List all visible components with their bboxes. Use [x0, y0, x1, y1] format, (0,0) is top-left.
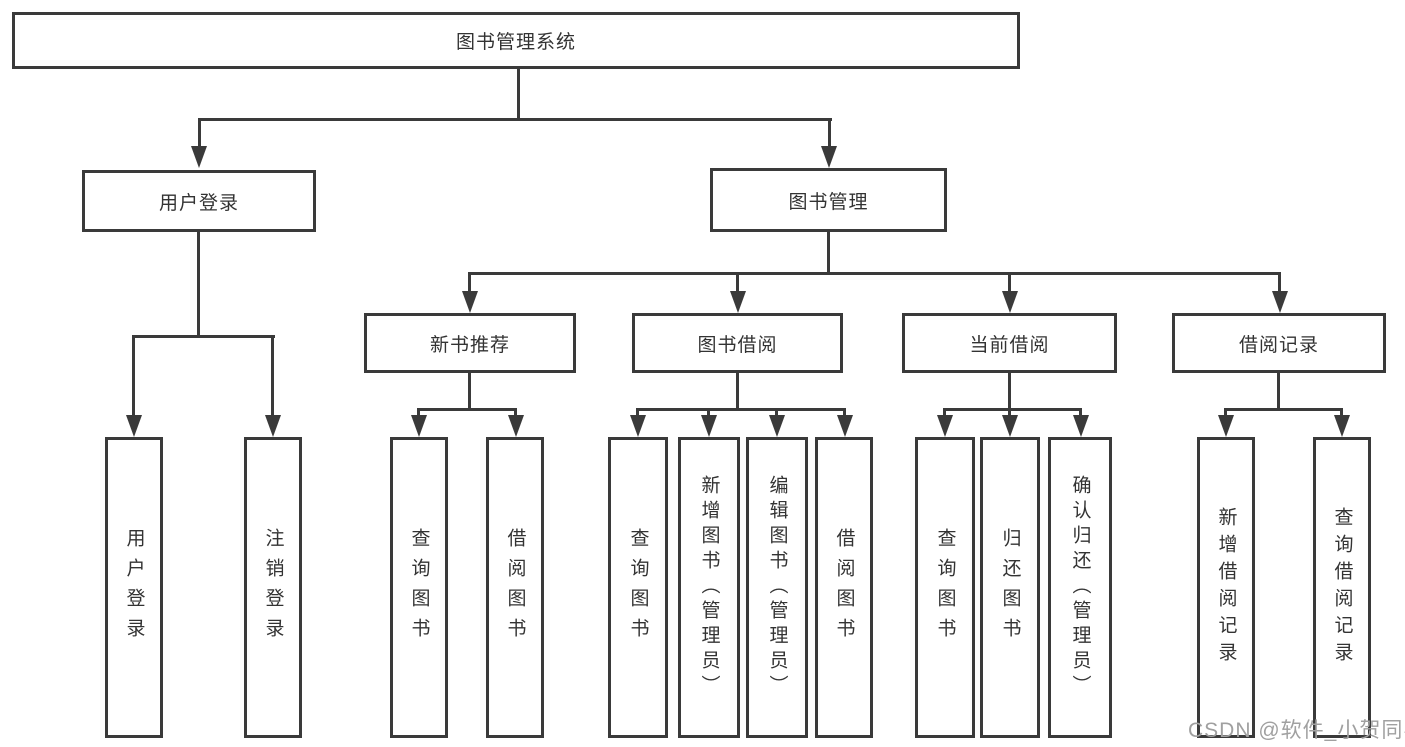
connector-drop — [1340, 408, 1343, 418]
arrowhead-down-icon — [1272, 291, 1288, 313]
connector-drop-current-borrow — [1008, 272, 1011, 294]
connector-drop — [775, 408, 778, 418]
connector-borrow-records-bus — [1224, 408, 1343, 411]
connector-drop-borrow-records — [1278, 272, 1281, 294]
connector-drop — [843, 408, 846, 418]
connector-root-stem — [517, 68, 520, 118]
node-book-borrow-label: 图书借阅 — [697, 334, 778, 356]
arrowhead-down-icon — [411, 415, 427, 437]
arrowhead-down-icon — [1073, 415, 1089, 437]
leaf-nb-borrow-book: 借阅图书 — [486, 437, 544, 738]
leaf-user-login-label: 用户登录 — [123, 527, 145, 648]
leaf-bb-edit-book: 编辑图书（管理员） — [746, 437, 808, 738]
arrowhead-down-icon — [821, 146, 837, 168]
node-user-login: 用户登录 — [82, 170, 316, 232]
arrowhead-down-icon — [769, 415, 785, 437]
node-user-login-label: 用户登录 — [158, 192, 239, 214]
leaf-br-query-record: 查询借阅记录 — [1313, 437, 1371, 738]
arrowhead-down-icon — [508, 415, 524, 437]
node-book-mgmt-label: 图书管理 — [788, 191, 869, 213]
leaf-bb-edit-book-label: 编辑图书（管理员） — [766, 475, 788, 700]
node-root: 图书管理系统 — [12, 12, 1020, 69]
arrowhead-down-icon — [937, 415, 953, 437]
connector-drop — [707, 408, 710, 418]
connector-book-mgmt-bus — [468, 272, 1281, 275]
arrowhead-down-icon — [630, 415, 646, 437]
connector-drop-user-login — [198, 118, 201, 150]
csdn-watermark: CSDN @软件_小贺同学 — [1188, 719, 1405, 742]
connector-drop-leaf-user-login — [132, 335, 135, 417]
leaf-cb-query-book: 查询图书 — [915, 437, 975, 738]
connector-book-borrow-stem — [736, 373, 739, 408]
connector-drop — [1008, 408, 1011, 418]
connector-drop — [514, 408, 517, 418]
connector-drop-book-borrow — [736, 272, 739, 294]
arrowhead-down-icon — [730, 291, 746, 313]
connector-drop — [1224, 408, 1227, 418]
leaf-bb-borrow-book-label: 借阅图书 — [833, 527, 855, 648]
node-borrow-records-label: 借阅记录 — [1238, 334, 1319, 356]
node-new-book-rec: 新书推荐 — [364, 313, 576, 373]
leaf-nb-borrow-book-label: 借阅图书 — [504, 527, 526, 648]
leaf-logout: 注销登录 — [244, 437, 302, 738]
leaf-bb-query-book-label: 查询图书 — [627, 527, 649, 648]
connector-user-login-stem — [197, 232, 200, 335]
connector-borrow-records-stem — [1277, 373, 1280, 408]
connector-new-book-rec-stem — [468, 373, 471, 408]
arrowhead-down-icon — [1002, 415, 1018, 437]
arrowhead-down-icon — [462, 291, 478, 313]
connector-user-login-bus — [132, 335, 275, 338]
leaf-user-login: 用户登录 — [105, 437, 163, 738]
leaf-cb-return-book: 归还图书 — [980, 437, 1040, 738]
node-current-borrow: 当前借阅 — [902, 313, 1117, 373]
arrowhead-down-icon — [1334, 415, 1350, 437]
leaf-bb-query-book: 查询图书 — [608, 437, 668, 738]
node-new-book-rec-label: 新书推荐 — [429, 334, 510, 356]
leaf-bb-borrow-book: 借阅图书 — [815, 437, 873, 738]
connector-current-borrow-bus — [943, 408, 1082, 411]
node-book-mgmt: 图书管理 — [710, 168, 947, 232]
arrowhead-down-icon — [191, 146, 207, 168]
connector-drop — [417, 408, 420, 418]
connector-book-mgmt-stem — [827, 232, 830, 272]
connector-root-bus — [198, 118, 832, 121]
connector-drop — [943, 408, 946, 418]
connector-new-book-rec-bus — [417, 408, 517, 411]
leaf-nb-query-book: 查询图书 — [390, 437, 448, 738]
leaf-cb-query-book-label: 查询图书 — [934, 527, 956, 648]
arrowhead-down-icon — [1218, 415, 1234, 437]
connector-drop-book-mgmt — [828, 118, 831, 150]
node-root-label: 图书管理系统 — [455, 32, 576, 53]
leaf-cb-confirm-return-label: 确认归还（管理员） — [1069, 475, 1091, 700]
connector-drop-new-book-rec — [468, 272, 471, 294]
leaf-nb-query-book-label: 查询图书 — [408, 527, 430, 648]
leaf-cb-return-book-label: 归还图书 — [999, 527, 1021, 648]
arrowhead-down-icon — [265, 415, 281, 437]
connector-drop — [636, 408, 639, 418]
leaf-logout-label: 注销登录 — [262, 527, 284, 648]
arrowhead-down-icon — [701, 415, 717, 437]
connector-current-borrow-stem — [1008, 373, 1011, 408]
leaf-br-add-record-label: 新增借阅记录 — [1215, 506, 1237, 669]
leaf-br-add-record: 新增借阅记录 — [1197, 437, 1255, 738]
leaf-cb-confirm-return: 确认归还（管理员） — [1048, 437, 1112, 738]
arrowhead-down-icon — [1002, 291, 1018, 313]
node-current-borrow-label: 当前借阅 — [969, 334, 1050, 356]
connector-book-borrow-bus — [636, 408, 846, 411]
connector-drop — [1079, 408, 1082, 418]
arrowhead-down-icon — [126, 415, 142, 437]
node-borrow-records: 借阅记录 — [1172, 313, 1386, 373]
node-book-borrow: 图书借阅 — [632, 313, 843, 373]
leaf-bb-add-book: 新增图书（管理员） — [678, 437, 740, 738]
leaf-bb-add-book-label: 新增图书（管理员） — [698, 475, 720, 700]
connector-drop-leaf-logout — [271, 335, 274, 417]
arrowhead-down-icon — [837, 415, 853, 437]
leaf-br-query-record-label: 查询借阅记录 — [1331, 506, 1353, 669]
